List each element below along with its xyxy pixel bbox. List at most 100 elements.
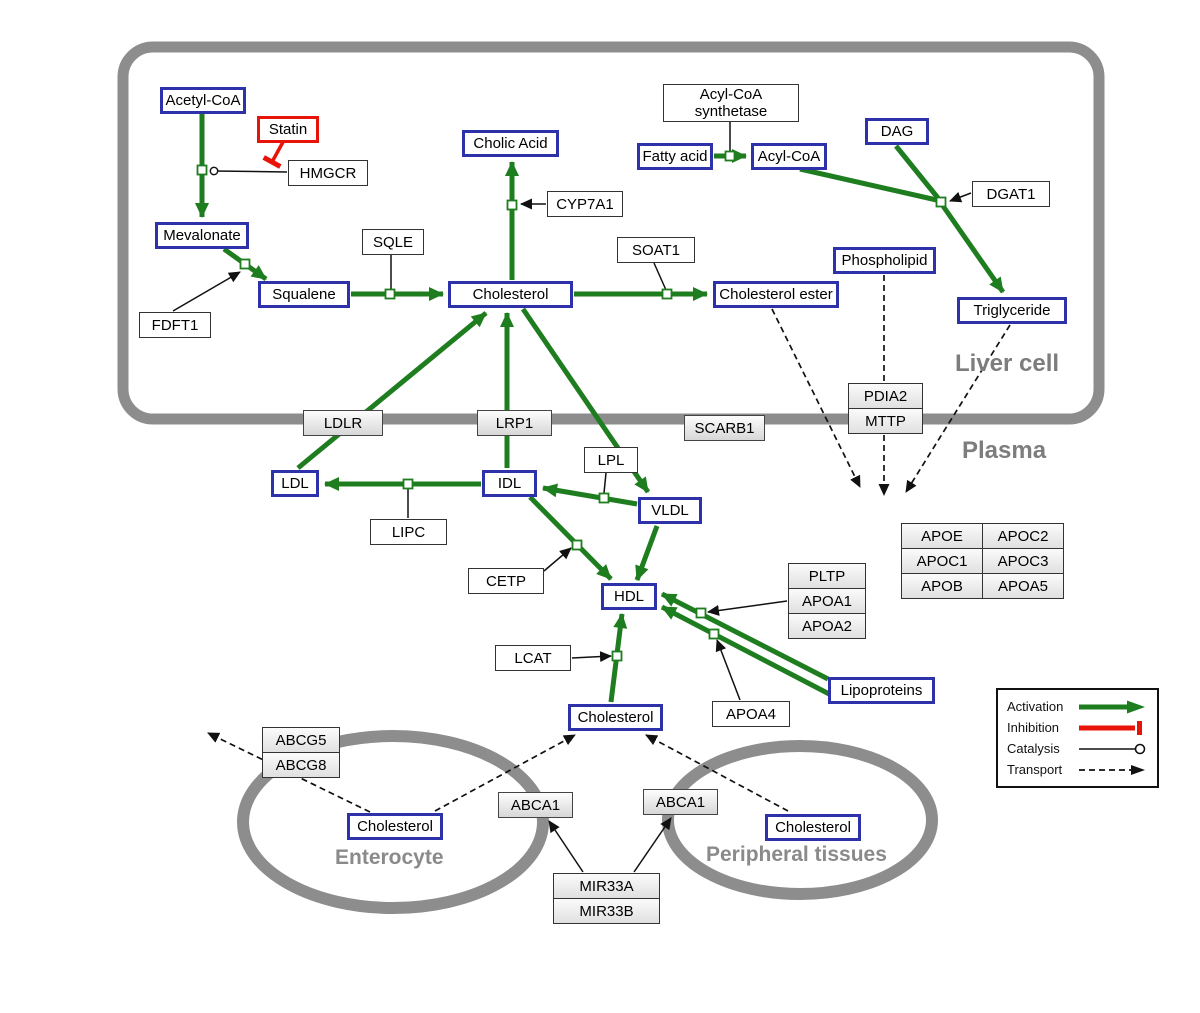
edge-dag-dgat1: [894, 144, 940, 200]
edge-apoa4-regulation: [715, 639, 741, 701]
legend-catalysis-label: Catalysis: [1007, 741, 1060, 756]
node-apoc1[interactable]: APOC1: [901, 548, 983, 574]
edge-triglyceride-plasma: [905, 324, 1011, 493]
node-cholesterol-peripheral[interactable]: Cholesterol: [765, 814, 861, 841]
node-lpl[interactable]: LPL: [584, 447, 638, 473]
edge-ldl-liver-cholesterol: [296, 311, 488, 470]
catalysis-circle-icon: [1079, 743, 1146, 754]
node-mir33b[interactable]: MIR33B: [553, 898, 660, 924]
node-cetp[interactable]: CETP: [468, 568, 544, 594]
node-fatty-acid[interactable]: Fatty acid: [637, 143, 713, 170]
node-mevalonate[interactable]: Mevalonate: [155, 222, 249, 249]
legend-row-inhibition: Inhibition: [1007, 718, 1149, 737]
node-lrp1[interactable]: LRP1: [477, 410, 552, 436]
edge-vldl-hdl: [634, 525, 660, 581]
activation-arrow-icon: [1079, 700, 1145, 713]
edge-idl-hdl: [528, 495, 613, 581]
legend-inhibition-label: Inhibition: [1007, 720, 1060, 735]
node-triglyceride[interactable]: Triglyceride: [957, 297, 1067, 324]
node-acetyl-coa[interactable]: Acetyl-CoA: [160, 87, 246, 114]
liver-cell-membrane: [117, 41, 1105, 425]
edge-soat1-catalysis: [653, 262, 667, 291]
node-pdia2[interactable]: PDIA2: [848, 383, 923, 409]
node-sqle[interactable]: SQLE: [362, 229, 424, 255]
peripheral-tissues-label: Peripheral tissues: [706, 843, 887, 866]
transport-dashed-arrow-icon: [1079, 764, 1145, 775]
edge-vldl-idl: [542, 483, 638, 507]
node-hdl[interactable]: HDL: [601, 583, 657, 610]
membranes: [117, 41, 1105, 914]
legend-transport-label: Transport: [1007, 762, 1063, 777]
node-cholesterol-plasma[interactable]: Cholesterol: [568, 704, 663, 731]
edge-statin-inhibits-hmgcr: [262, 141, 285, 169]
node-soat1[interactable]: SOAT1: [617, 237, 695, 263]
liver-cell-label: Liver cell: [955, 350, 1060, 377]
node-squalene[interactable]: Squalene: [258, 281, 350, 308]
node-apoa5[interactable]: APOA5: [982, 573, 1064, 599]
node-cholesterol-liver[interactable]: Cholesterol: [448, 281, 573, 308]
legend-row-catalysis: Catalysis: [1007, 739, 1149, 758]
legend-row-transport: Transport: [1007, 760, 1149, 779]
activation-edges: [195, 114, 1006, 703]
edge-cetp-catalysis: [543, 547, 572, 572]
node-apoa2[interactable]: APOA2: [788, 613, 866, 639]
node-apoa4[interactable]: APOA4: [712, 701, 790, 727]
node-acyl-coa-synthetase[interactable]: Acyl-CoA synthetase: [663, 84, 799, 122]
node-mir33a[interactable]: MIR33A: [553, 873, 660, 899]
edge-lpl-catalysis: [603, 472, 607, 494]
node-lipc[interactable]: LIPC: [370, 519, 447, 545]
node-vldl[interactable]: VLDL: [638, 497, 702, 524]
node-phospholipid[interactable]: Phospholipid: [833, 247, 936, 274]
node-abca1-enterocyte[interactable]: ABCA1: [498, 792, 573, 818]
reaction-nodes: [196, 150, 947, 662]
node-apoe[interactable]: APOE: [901, 523, 983, 549]
inhibition-tbar-icon: [1079, 720, 1142, 735]
legend-activation-label: Activation: [1007, 699, 1064, 714]
node-scarb1[interactable]: SCARB1: [684, 415, 765, 441]
node-apoc2[interactable]: APOC2: [982, 523, 1064, 549]
inhibition-edges: [262, 141, 285, 169]
edge-acylcoa-dgat1: [799, 166, 942, 204]
node-ldl[interactable]: LDL: [271, 470, 319, 497]
node-cholic-acid[interactable]: Cholic Acid: [462, 130, 559, 157]
node-abcg5[interactable]: ABCG5: [262, 727, 340, 753]
node-lcat[interactable]: LCAT: [495, 645, 571, 671]
acyl-coa-synthetase-line1: Acyl-CoA: [699, 86, 763, 103]
node-apoc3[interactable]: APOC3: [982, 548, 1064, 574]
legend-row-activation: Activation: [1007, 697, 1149, 716]
node-dgat1[interactable]: DGAT1: [972, 181, 1050, 207]
node-cholesterol-enterocyte[interactable]: Cholesterol: [347, 813, 443, 840]
node-abca1-peripheral[interactable]: ABCA1: [643, 789, 718, 815]
node-cholesterol-ester[interactable]: Cholesterol ester: [713, 281, 839, 308]
edge-pltp-regulation: [707, 600, 788, 616]
node-abcg8[interactable]: ABCG8: [262, 752, 340, 778]
node-apoa1[interactable]: APOA1: [788, 588, 866, 614]
node-statin[interactable]: Statin: [257, 116, 319, 143]
node-hmgcr[interactable]: HMGCR: [288, 160, 368, 186]
edge-lcat-catalysis: [571, 651, 612, 663]
node-pltp[interactable]: PLTP: [788, 563, 866, 589]
node-apob[interactable]: APOB: [901, 573, 983, 599]
edge-lipoproteins-hdl-lower: [660, 604, 835, 699]
edge-enterocyte-cholesterol-plasma: [434, 734, 576, 812]
plasma-label: Plasma: [962, 437, 1047, 464]
edge-peripheral-cholesterol-plasma: [645, 734, 789, 812]
node-mttp[interactable]: MTTP: [848, 408, 923, 434]
edge-cholesterolester-plasma: [771, 308, 861, 488]
legend: Activation Inhibition Catalysis Transpor…: [996, 688, 1159, 788]
node-idl[interactable]: IDL: [482, 470, 537, 497]
node-dag[interactable]: DAG: [865, 118, 929, 145]
edge-dgat1-catalysis: [949, 191, 972, 203]
node-ldlr[interactable]: LDLR: [303, 410, 383, 436]
acyl-coa-synthetase-line2: synthetase: [694, 103, 768, 120]
node-acyl-coa[interactable]: Acyl-CoA: [751, 143, 827, 170]
node-lipoproteins[interactable]: Lipoproteins: [828, 677, 935, 704]
catalysis-edges: [172, 118, 972, 873]
edge-mir33-abca1-peripheral: [633, 817, 672, 873]
node-cyp7a1[interactable]: CYP7A1: [547, 191, 623, 217]
node-fdft1[interactable]: FDFT1: [139, 312, 211, 338]
edge-hmgcr-catalysis: [209, 166, 288, 176]
edge-dgat1-triglyceride: [940, 204, 1006, 294]
